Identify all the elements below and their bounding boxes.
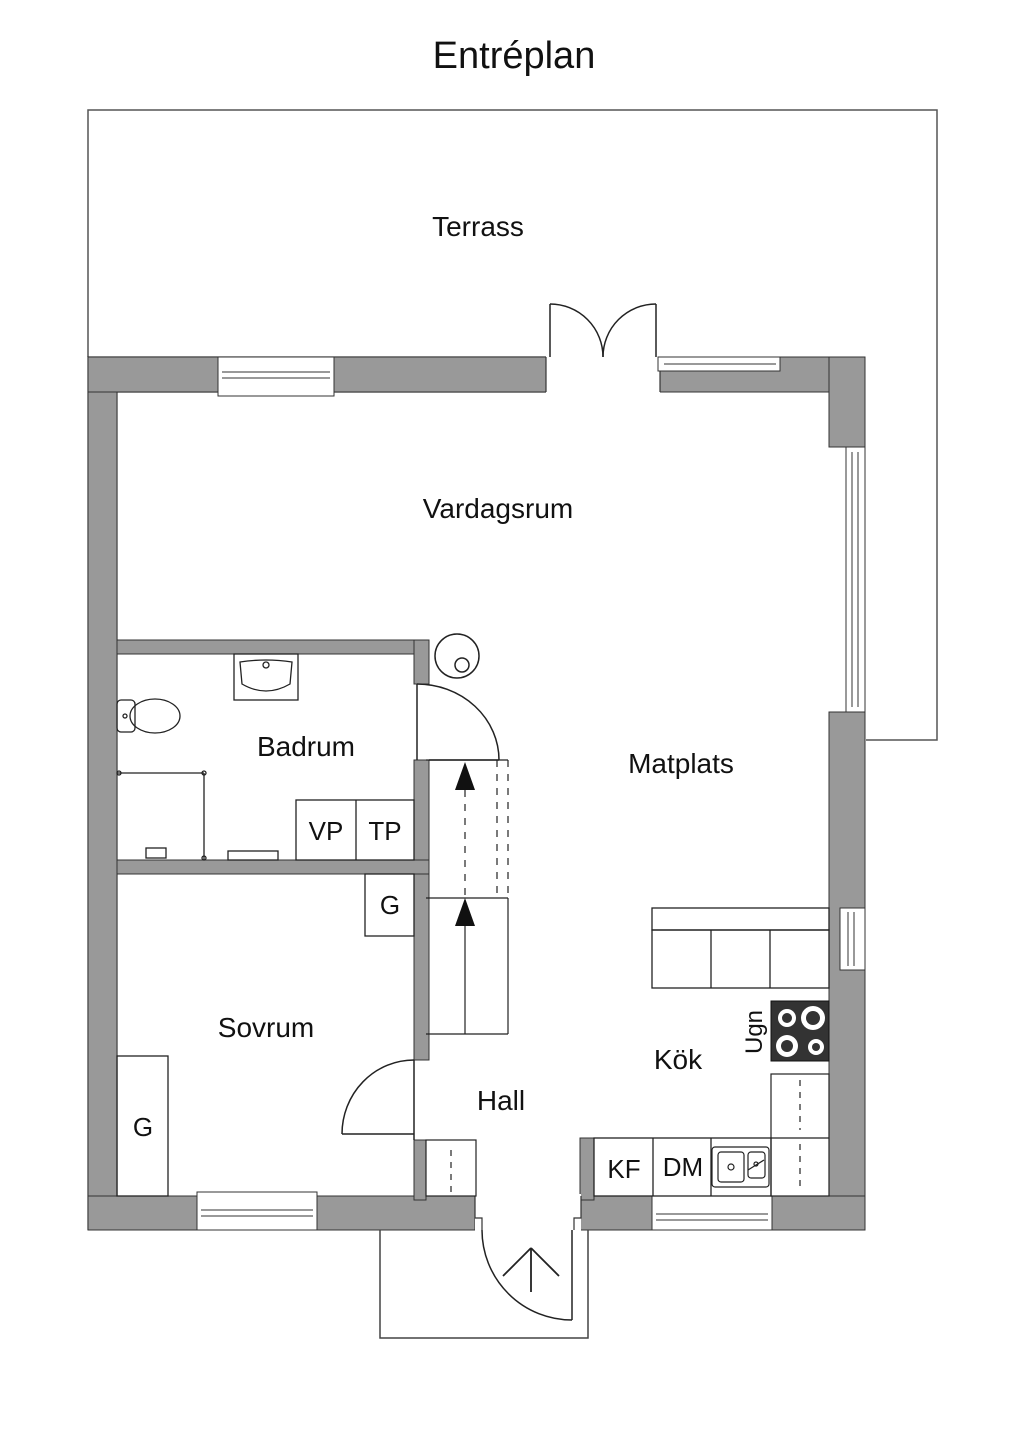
- room-label-hall: Hall: [477, 1085, 525, 1116]
- toilet-icon: [116, 698, 181, 734]
- porch-outline: [379, 1230, 589, 1339]
- wall-right-upper: [828, 356, 866, 448]
- closet-sovrum: [116, 1055, 169, 1197]
- laundry-cabinets: [295, 799, 415, 861]
- entrance-jambs: [474, 1196, 483, 1230]
- window-vardag-left: [217, 356, 335, 397]
- window-kok-south: [651, 1195, 773, 1231]
- room-label-matplats: Matplats: [628, 748, 734, 779]
- wall-badrum-right-lower: [413, 759, 430, 1061]
- room-label-terrass: Terrass: [432, 211, 524, 242]
- washer-label: VP: [309, 816, 344, 846]
- entrance-arrow-icon: [502, 1247, 560, 1292]
- room-label-vardagsrum: Vardagsrum: [423, 493, 573, 524]
- wall-badrum-right-upper: [413, 639, 430, 685]
- badrum-door: [416, 683, 500, 761]
- oven-label: Ugn: [741, 1010, 768, 1054]
- hall-shoe-rack: [425, 1139, 477, 1197]
- sink-icon: [233, 653, 299, 701]
- wall-kok-stub: [579, 1137, 595, 1201]
- window-vardag-right: [657, 356, 781, 372]
- wall-right-lower: [828, 711, 866, 1231]
- stove-circle-icon: [434, 633, 480, 679]
- kitchen-bottom-counter: [593, 1137, 772, 1197]
- closet-hall-label: G: [380, 890, 400, 920]
- wall-badrum-sovrum: [116, 859, 430, 875]
- terrace-door-opening: [546, 356, 660, 394]
- closet-sovrum-label: G: [133, 1112, 153, 1142]
- stair-arrow-icon: [455, 762, 475, 926]
- window-sovrum: [196, 1191, 318, 1231]
- plan-title: Entréplan: [433, 35, 596, 77]
- window-east: [845, 446, 866, 713]
- kitchen-right-counter: [770, 1073, 830, 1197]
- wall-hall-left-lower: [413, 1139, 427, 1201]
- shower-icon: [116, 770, 279, 861]
- terrace-outline: [87, 109, 938, 741]
- terrace-double-door: [549, 303, 657, 358]
- sovrum-door: [341, 1059, 415, 1140]
- staircase: [426, 759, 509, 1035]
- fridge-freezer-label: KF: [607, 1154, 640, 1184]
- cooktop-icon: [770, 1000, 830, 1062]
- entrance-opening: [475, 1194, 581, 1232]
- room-label-kok: Kök: [654, 1044, 703, 1075]
- room-label-badrum: Badrum: [257, 731, 355, 762]
- window-kok-east: [839, 907, 866, 971]
- dishwasher-label: DM: [663, 1152, 703, 1182]
- kitchen-upper-counter: [651, 907, 830, 989]
- closet-hall: [364, 873, 415, 937]
- wall-left: [87, 356, 118, 1231]
- room-label-sovrum: Sovrum: [218, 1012, 314, 1043]
- dryer-label: TP: [368, 816, 401, 846]
- kitchen-sink-icon: [711, 1146, 770, 1188]
- wall-vardag-badrum: [116, 639, 430, 655]
- entrance-door: [481, 1229, 573, 1321]
